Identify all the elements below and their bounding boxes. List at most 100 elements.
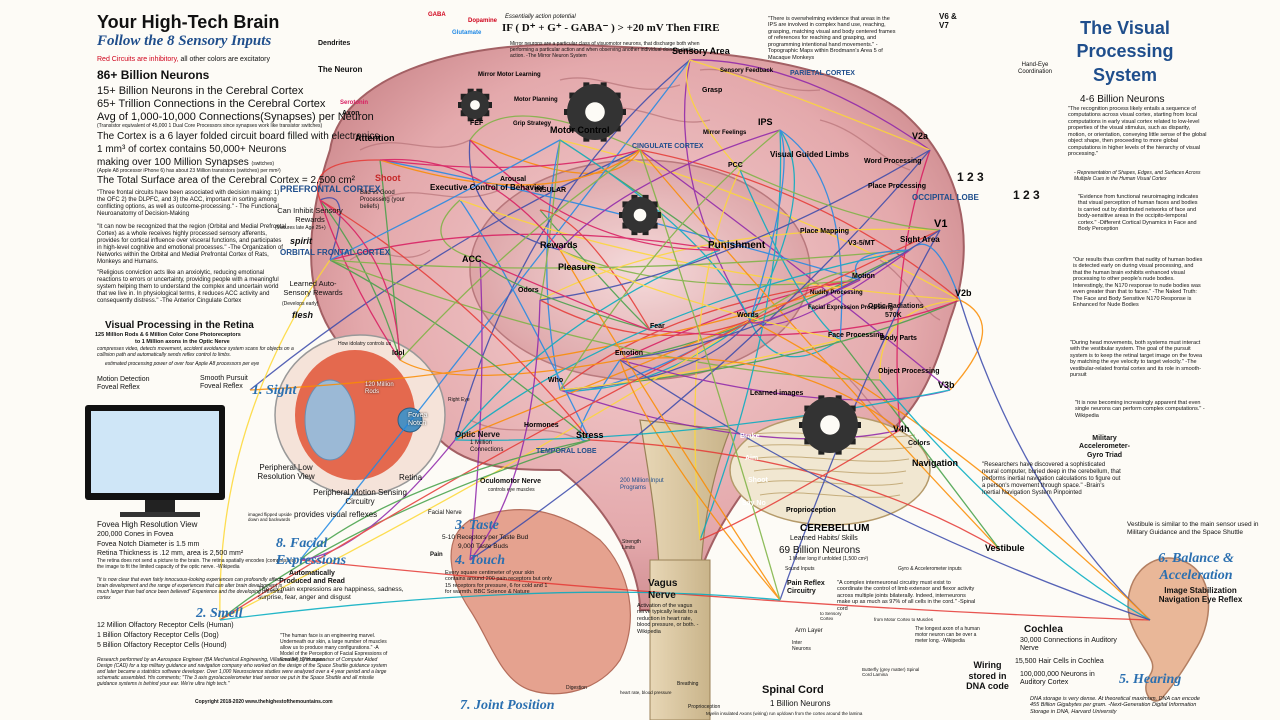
visual-quote-5: "It is now becoming increasingly apparen… — [1075, 400, 1205, 419]
region-visual-guided-limbs: Visual Guided Limbs — [770, 150, 849, 159]
visual-reflexes: provides visual reflexes — [294, 510, 378, 519]
thickness-stat: Retina Thickness is .12 mm, area is 2,50… — [97, 550, 244, 557]
region-motor-control: Motor Control — [550, 125, 610, 135]
wiring-label: Wiring stored in DNA code — [966, 660, 1009, 692]
region-emotion: Emotion — [615, 350, 643, 357]
proprio-label: Proprioception — [688, 704, 721, 710]
region-mirror-feelings: Mirror Feelings — [703, 130, 747, 136]
can-inhibit: Can Inhibit Sensory Rewards — [277, 206, 343, 224]
fire-formula: IF ( D⁺ + G⁺ - GABA⁻ ) > +20 mV Then FIR… — [502, 22, 720, 34]
quote-experience: "It is now clear that even fairly innocu… — [97, 577, 284, 601]
region-attention: Attention — [355, 133, 395, 143]
region-mirror-motor: Mirror Motor Learning — [478, 72, 541, 78]
fovea-notch-label: Fovea Notch — [408, 412, 428, 428]
retina-sub: 125 Million Rods & 6 Million Color Cone … — [95, 332, 241, 338]
cerebellum-fold — [747, 444, 913, 450]
stat-surface-area: The Total Surface area of the Cerebral C… — [97, 175, 356, 186]
stat-cortex-connections: 65+ Trillion Connections in the Cerebral… — [97, 98, 326, 110]
visual-title-3: System — [1092, 64, 1158, 85]
stat-100m-synapses: making over 100 Million Synapses (switch… — [97, 157, 274, 169]
neural-wire — [559, 129, 781, 391]
gyro-inputs: Gyro & Accelerometer inputs — [898, 566, 962, 572]
cochlea-label: Cochlea — [1024, 624, 1063, 635]
facial-desc: The six main expressions are happiness, … — [258, 586, 404, 601]
neural-wire — [559, 319, 751, 392]
limbic-area — [469, 159, 811, 381]
neural-wire — [739, 169, 941, 231]
neural-wire — [454, 59, 691, 441]
sound-inputs: Sound Inputs — [785, 566, 815, 572]
region-aim: Aim — [745, 455, 759, 462]
image-stab: Image Stabilization Navigation Eye Refle… — [1158, 586, 1243, 605]
neural-wire — [399, 359, 621, 377]
military-triad: Military Accelerometer-Gyro Triad — [1079, 435, 1130, 459]
region-v2a: V2a — [912, 131, 929, 141]
to-sensory: to Sensory Cortex — [820, 611, 842, 622]
brain-fold — [849, 379, 901, 431]
dopamine-label: Dopamine — [468, 18, 498, 24]
neural-wire — [559, 139, 751, 321]
spinal-cord-label: Spinal Cord — [762, 684, 824, 696]
visual-neurons: 4-6 Billion Neurons — [1080, 94, 1165, 105]
neural-wire — [454, 389, 951, 441]
legend-excitatory: all other colors are excitatory — [178, 56, 271, 63]
region-grip-strategy: Grip Strategy — [513, 121, 552, 127]
brainstem — [639, 419, 731, 601]
optic-nerve-label: Optic Nerve — [455, 430, 500, 439]
neural-wire — [749, 319, 841, 358]
research-credit: Research performed by an Aerospace Engin… — [97, 657, 387, 687]
neural-wire — [379, 159, 861, 281]
region-place-processing: Place Processing — [868, 183, 926, 190]
region-proprioception: Proprioception — [786, 507, 836, 514]
neural-wire — [559, 319, 751, 391]
neural-wire — [699, 129, 782, 541]
region-ips: IPS — [758, 117, 773, 127]
gear-icon — [619, 194, 661, 236]
input-programs: 200 Million Input Programs — [620, 478, 664, 492]
nums-b: 1 2 3 — [1013, 188, 1040, 202]
visual-quote-1-src: - Representation of Shapes, Edges, and S… — [1074, 170, 1201, 182]
region-v3-5: V3-5/MT — [848, 240, 875, 247]
region-occipital: OCCIPITAL LOBE — [912, 193, 979, 202]
region-nudity: Nudity Processing — [810, 290, 863, 296]
neural-wire — [440, 199, 481, 261]
retina-label: Retina — [399, 473, 423, 482]
neural-wire — [469, 149, 931, 561]
cerebellum-fold — [744, 432, 916, 438]
stat-cortex-layers: The Cortex is a 6 layer folded circuit b… — [97, 131, 380, 142]
sense-balance: 6. Balance & Acceleration — [1158, 551, 1234, 583]
region-word-processing: Word Processing — [864, 158, 922, 165]
neural-wire — [454, 249, 721, 441]
region-fear: Fear — [650, 323, 665, 330]
touch-desc: Every square centimeter of your skin con… — [445, 570, 553, 596]
motion-detection-label: Motion Detection Foveal Reflex — [97, 376, 150, 392]
myelin-note: Myelin insulated Axons (wiring) run up/d… — [706, 711, 863, 716]
neural-wire — [559, 249, 841, 341]
heart-label: heart rate, blood pressure — [620, 690, 672, 695]
neural-wire — [469, 259, 483, 561]
region-face-processing: Face Processing — [828, 332, 884, 339]
neural-wire — [559, 279, 861, 391]
region-body-parts: Body Parts — [880, 335, 917, 342]
visual-quote-4: "During head movements, both systems mus… — [1070, 340, 1203, 379]
neural-wire — [579, 359, 621, 442]
region-cerebellum: CEREBELLUM — [800, 523, 870, 534]
sense-facial: 8. Facial Expressions — [276, 536, 347, 568]
neural-wire — [329, 259, 881, 381]
facial-quote: "The human face is an engineering marvel… — [280, 633, 388, 663]
poster-title: Your High-Tech Brain — [97, 12, 280, 32]
neurons-total: 86+ Billion Neurons — [97, 68, 210, 82]
cerebellum-fold — [750, 456, 910, 462]
retina-sub2: to 1 Million axons in the Optic Nerve — [135, 339, 230, 345]
region-motor-planning: Motor Planning — [514, 97, 558, 103]
region-grasp: Grasp — [702, 87, 723, 94]
circuit-legend: Red Circuits are inhibitory, all other c… — [97, 56, 270, 64]
cerebellum-note: 1 Meter long if unfolded (1,500 cm²) — [789, 556, 869, 562]
optic-radiations: Optic Radiations — [868, 303, 924, 310]
region-arousal: Arousal — [500, 176, 527, 183]
region-who: Who — [548, 377, 564, 384]
legend-inhibitory: Red Circuits are inhibitory, — [97, 56, 179, 63]
neural-wire — [559, 339, 841, 391]
stat-100m-text: making over 100 Million Synapses — [97, 157, 249, 168]
region-sight-area: Sight Area — [900, 235, 940, 244]
